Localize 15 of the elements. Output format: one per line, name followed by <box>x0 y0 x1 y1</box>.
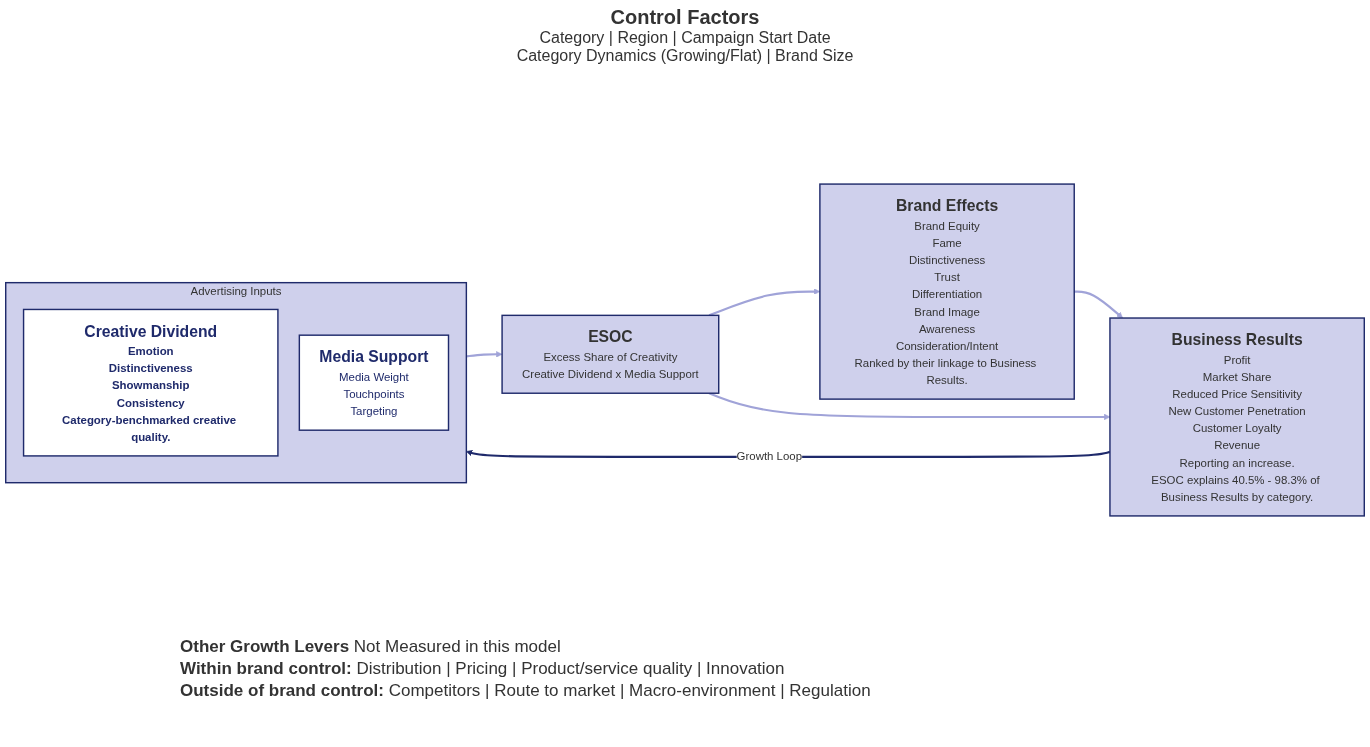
factor-list: Category | Region | Campaign Start Date <box>0 29 1370 47</box>
arrow <box>466 351 503 358</box>
arrow <box>1074 290 1123 319</box>
factor-list: Category Dynamics (Growing/Flat) | Brand Size <box>0 47 1370 65</box>
node-box <box>1109 317 1365 517</box>
note-text: Outside of brand control: Competitors | Route to market | Macro-environment | Regulation <box>180 680 872 703</box>
node-box <box>22 308 279 457</box>
section-heading: Control Factors <box>609 6 761 29</box>
flow-diagram: Growth Loop Advertising Inputs Creative Dividend Emotion Distinctiveness Showmanship Consistency Category-benchmarked creative quality. Media Support Media Weight Touchpoints Targeting ESOC Excess Share of Creativity Creative Dividend x Media Support Brand Effects Brand Equity Fame Distinctiveness Trust Differentiation Brand Image Awareness Consideration/Intent Ranked by their linkage to Business Results. Business Results Profit Market Share Reduced Price Sensitivity New Customer Penetration Customer Loyalty Revenue Reporting an increase. ESOC explains 40.5% - 98.3% of Business Results by category. <box>0 70 1370 630</box>
node-box <box>501 314 720 394</box>
node-box <box>298 334 450 431</box>
cluster <box>5 281 468 484</box>
note-text: Within brand control: Distribution | Pricing | Product/service quality | Innovation <box>180 658 786 681</box>
note-text: Other Growth Levers Not Measured in this model <box>180 636 562 658</box>
node-box <box>819 183 1075 400</box>
